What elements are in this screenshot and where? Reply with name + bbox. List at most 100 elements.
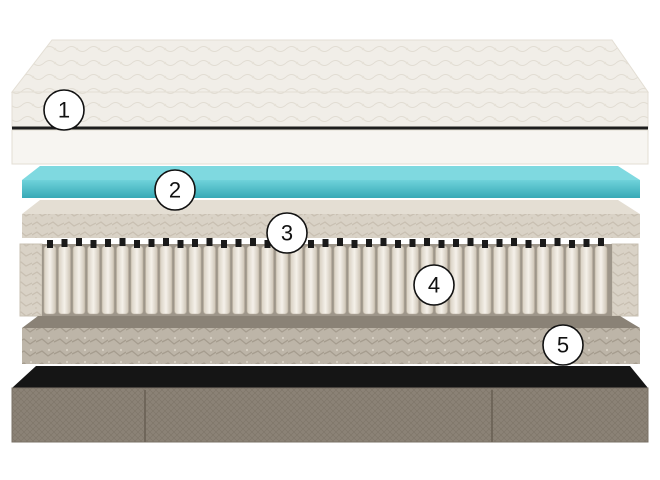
coil-strand bbox=[145, 245, 158, 315]
coil-cap bbox=[250, 238, 256, 246]
coil-strand bbox=[232, 245, 245, 315]
coil-strand bbox=[261, 245, 274, 315]
coil-cap bbox=[119, 238, 126, 246]
coil-cap bbox=[105, 239, 111, 247]
coil-strand bbox=[333, 245, 347, 315]
coil-strand bbox=[159, 245, 173, 315]
cover-bottom-band bbox=[11, 129, 649, 165]
coil-strand bbox=[174, 245, 187, 315]
coil-cap bbox=[438, 240, 445, 248]
coil-strand bbox=[290, 245, 303, 315]
coil-strand bbox=[551, 245, 564, 315]
layer-marker-2: 2 bbox=[154, 169, 196, 211]
coil-cap bbox=[395, 240, 401, 248]
coil-strand bbox=[87, 245, 100, 315]
coil-strand bbox=[493, 245, 506, 315]
coil-cap bbox=[235, 239, 242, 247]
coil-strand bbox=[319, 245, 332, 315]
coil-cap bbox=[134, 240, 140, 248]
layer-marker-4-label: 4 bbox=[428, 273, 440, 298]
coil-strand bbox=[391, 245, 405, 315]
cover-top-surface bbox=[10, 39, 649, 93]
coil-cap bbox=[424, 238, 430, 246]
coil-cap bbox=[308, 240, 314, 248]
coil-cap bbox=[76, 238, 82, 246]
cover-quilted-side bbox=[11, 91, 649, 129]
coil-cap bbox=[192, 239, 198, 247]
box-base bbox=[11, 387, 649, 443]
coil-cap bbox=[409, 239, 416, 247]
coil-cap bbox=[148, 239, 155, 247]
coil-cap bbox=[540, 239, 546, 247]
coil-strand bbox=[72, 245, 86, 315]
coil-strand bbox=[130, 245, 144, 315]
coil-cap bbox=[206, 238, 213, 246]
coil-strand bbox=[464, 245, 477, 315]
quilted-cover-layer bbox=[10, 39, 649, 165]
coil-strand bbox=[478, 245, 492, 315]
layer-marker-2-label: 2 bbox=[169, 178, 181, 203]
layer-marker-4: 4 bbox=[413, 264, 455, 306]
coil-strand bbox=[217, 245, 231, 315]
coil-cap bbox=[583, 239, 590, 247]
coil-cap bbox=[380, 238, 387, 246]
coil-cap bbox=[177, 240, 184, 248]
layer-marker-5: 5 bbox=[542, 324, 584, 366]
layer-marker-3: 3 bbox=[266, 212, 308, 254]
coil-cap bbox=[453, 239, 459, 247]
coil-strand bbox=[362, 245, 376, 315]
layer-marker-1: 1 bbox=[43, 89, 85, 131]
coil-cap bbox=[322, 239, 329, 247]
coil-cap bbox=[90, 240, 97, 248]
layer-marker-1-label: 1 bbox=[58, 98, 70, 123]
coil-strand bbox=[116, 245, 129, 315]
layer-marker-5-label: 5 bbox=[557, 333, 569, 358]
cooling-gel-layer bbox=[22, 166, 640, 198]
coil-cap bbox=[264, 240, 271, 248]
coil-cap bbox=[525, 240, 532, 248]
coil-cap bbox=[496, 239, 503, 247]
coil-strand bbox=[580, 245, 593, 315]
pocket-coil-layer bbox=[19, 238, 639, 317]
coil-frame-left bbox=[19, 243, 43, 317]
coil-strand bbox=[565, 245, 579, 315]
gel-side bbox=[22, 180, 640, 198]
coil-strand bbox=[377, 245, 390, 315]
coil-cap bbox=[61, 239, 68, 247]
coil-cap bbox=[351, 240, 358, 248]
coil-cap bbox=[554, 238, 561, 246]
coil-strand bbox=[304, 245, 318, 315]
coil-strand bbox=[275, 245, 289, 315]
coil-cap bbox=[467, 238, 474, 246]
coil-cap bbox=[569, 240, 575, 248]
coil-cap bbox=[598, 238, 604, 246]
coil-strand bbox=[246, 245, 260, 315]
coil-cap bbox=[47, 240, 53, 248]
coil-cap bbox=[482, 240, 488, 248]
coil-strand bbox=[507, 245, 521, 315]
layer-marker-3-label: 3 bbox=[281, 221, 293, 246]
foundation bbox=[11, 366, 649, 443]
coil-cap bbox=[221, 240, 227, 248]
foam-top-surface bbox=[22, 200, 640, 214]
coil-cap bbox=[337, 238, 343, 246]
gel-top-surface bbox=[22, 166, 640, 180]
comfort-foam-layer bbox=[22, 200, 640, 238]
coil-strand bbox=[101, 245, 115, 315]
coil-cap bbox=[511, 238, 517, 246]
coil-frame-right bbox=[611, 243, 639, 317]
base-foam-layer bbox=[22, 316, 640, 364]
base-foam-side bbox=[22, 328, 640, 364]
coil-strand bbox=[203, 245, 216, 315]
coil-strand bbox=[348, 245, 361, 315]
black-platform bbox=[12, 366, 648, 388]
coil-strand bbox=[43, 245, 57, 315]
coil-strand bbox=[536, 245, 550, 315]
foam-side bbox=[22, 214, 640, 238]
coil-cap bbox=[163, 238, 169, 246]
coil-cap bbox=[366, 239, 372, 247]
coil-strand bbox=[58, 245, 71, 315]
coil-strand bbox=[188, 245, 202, 315]
coil-strand bbox=[594, 245, 608, 315]
